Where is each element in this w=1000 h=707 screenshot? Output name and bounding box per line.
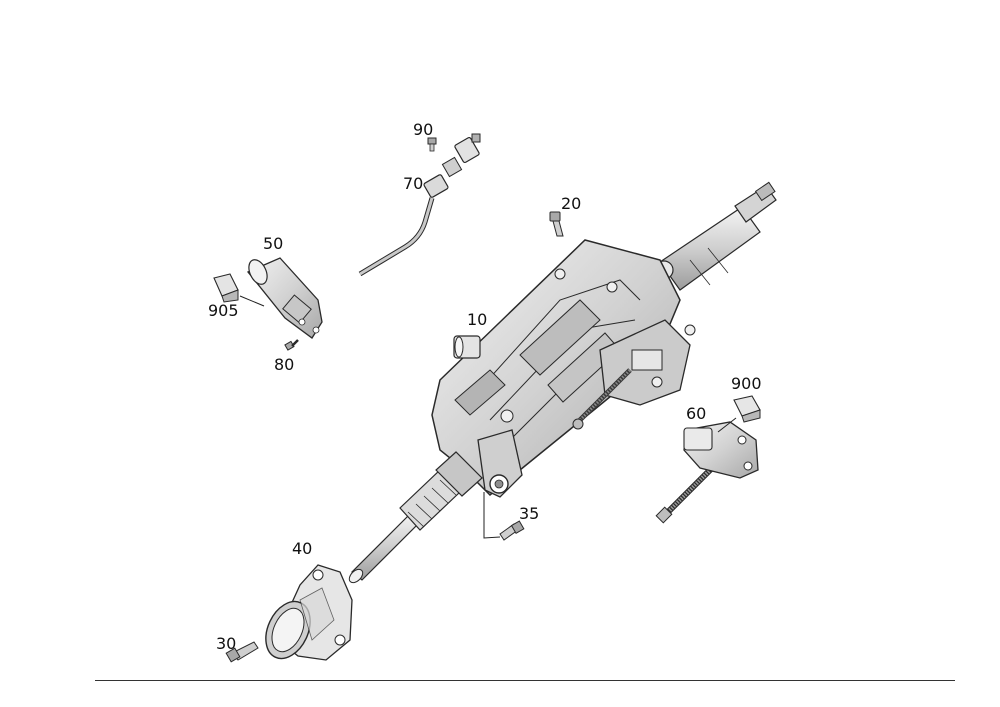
callout-35: 35 <box>519 504 540 523</box>
lower-intermediate-shaft <box>348 451 483 584</box>
callout-30: 30 <box>216 634 237 653</box>
callout-10: 10 <box>467 310 488 329</box>
part-20-bolt <box>549 211 564 237</box>
part-900-connector <box>717 395 761 433</box>
part-50-motor-unit <box>246 257 323 339</box>
part-35-bolt <box>483 492 525 541</box>
part-30-bolt <box>225 641 259 663</box>
housing-side-motor <box>453 335 481 359</box>
right-side-bracket <box>572 319 696 430</box>
upper-column-tube <box>654 181 777 291</box>
callout-905: 905 <box>208 301 239 320</box>
part-10-steering-column-housing <box>431 181 777 498</box>
cast-housing-body <box>431 239 681 497</box>
bottom-rule <box>95 680 955 681</box>
part-60-adjustment-motor <box>655 421 759 524</box>
part-90-screw <box>427 137 437 152</box>
callout-20: 20 <box>561 194 582 213</box>
callout-60: 60 <box>686 404 707 423</box>
part-905-connector <box>213 273 265 307</box>
callout-900: 900 <box>731 374 762 393</box>
callout-70: 70 <box>403 174 424 193</box>
callout-40: 40 <box>292 539 313 558</box>
part-80-screw <box>284 339 299 351</box>
part-70-cable <box>358 133 481 277</box>
callout-90: 90 <box>413 120 434 139</box>
lower-mounting-lug <box>477 429 523 498</box>
callout-50: 50 <box>263 234 284 253</box>
part-40-mounting-flange <box>265 564 353 661</box>
callout-80: 80 <box>274 355 295 374</box>
